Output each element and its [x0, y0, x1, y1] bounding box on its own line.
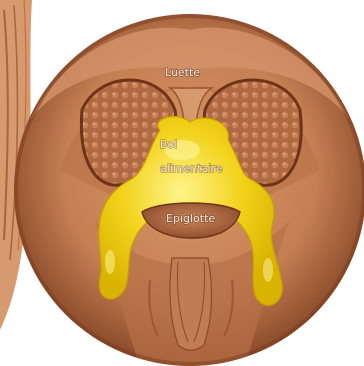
label-bolus-line1: Bol: [160, 138, 177, 151]
label-bolus-line2: alimentaire: [160, 162, 223, 175]
label-epiglottis: Epiglotte: [166, 212, 215, 225]
label-uvula: Luette: [165, 66, 200, 79]
